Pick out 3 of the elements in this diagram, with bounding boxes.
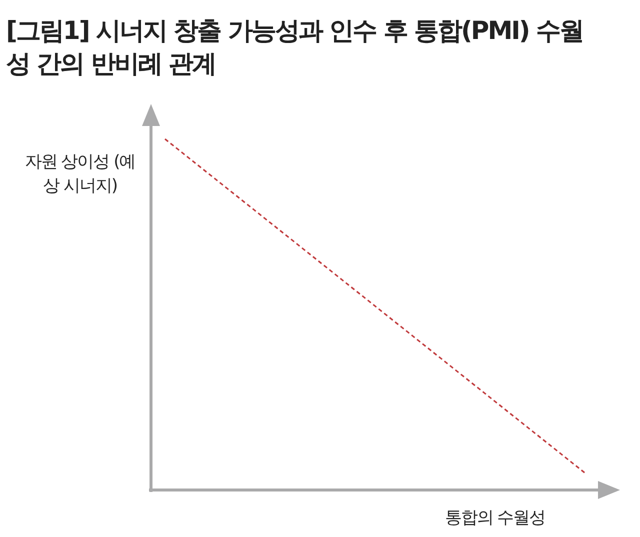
axis-label: 자원 상이성 (예상 시너지) — [24, 151, 136, 198]
title: [그림1] 시너지 창출 가능성과 인수 후 통합(PMI) 수월성 간의 반비례 관계 — [6, 15, 584, 80]
axis-label: 통합의 수월성 — [444, 507, 546, 530]
